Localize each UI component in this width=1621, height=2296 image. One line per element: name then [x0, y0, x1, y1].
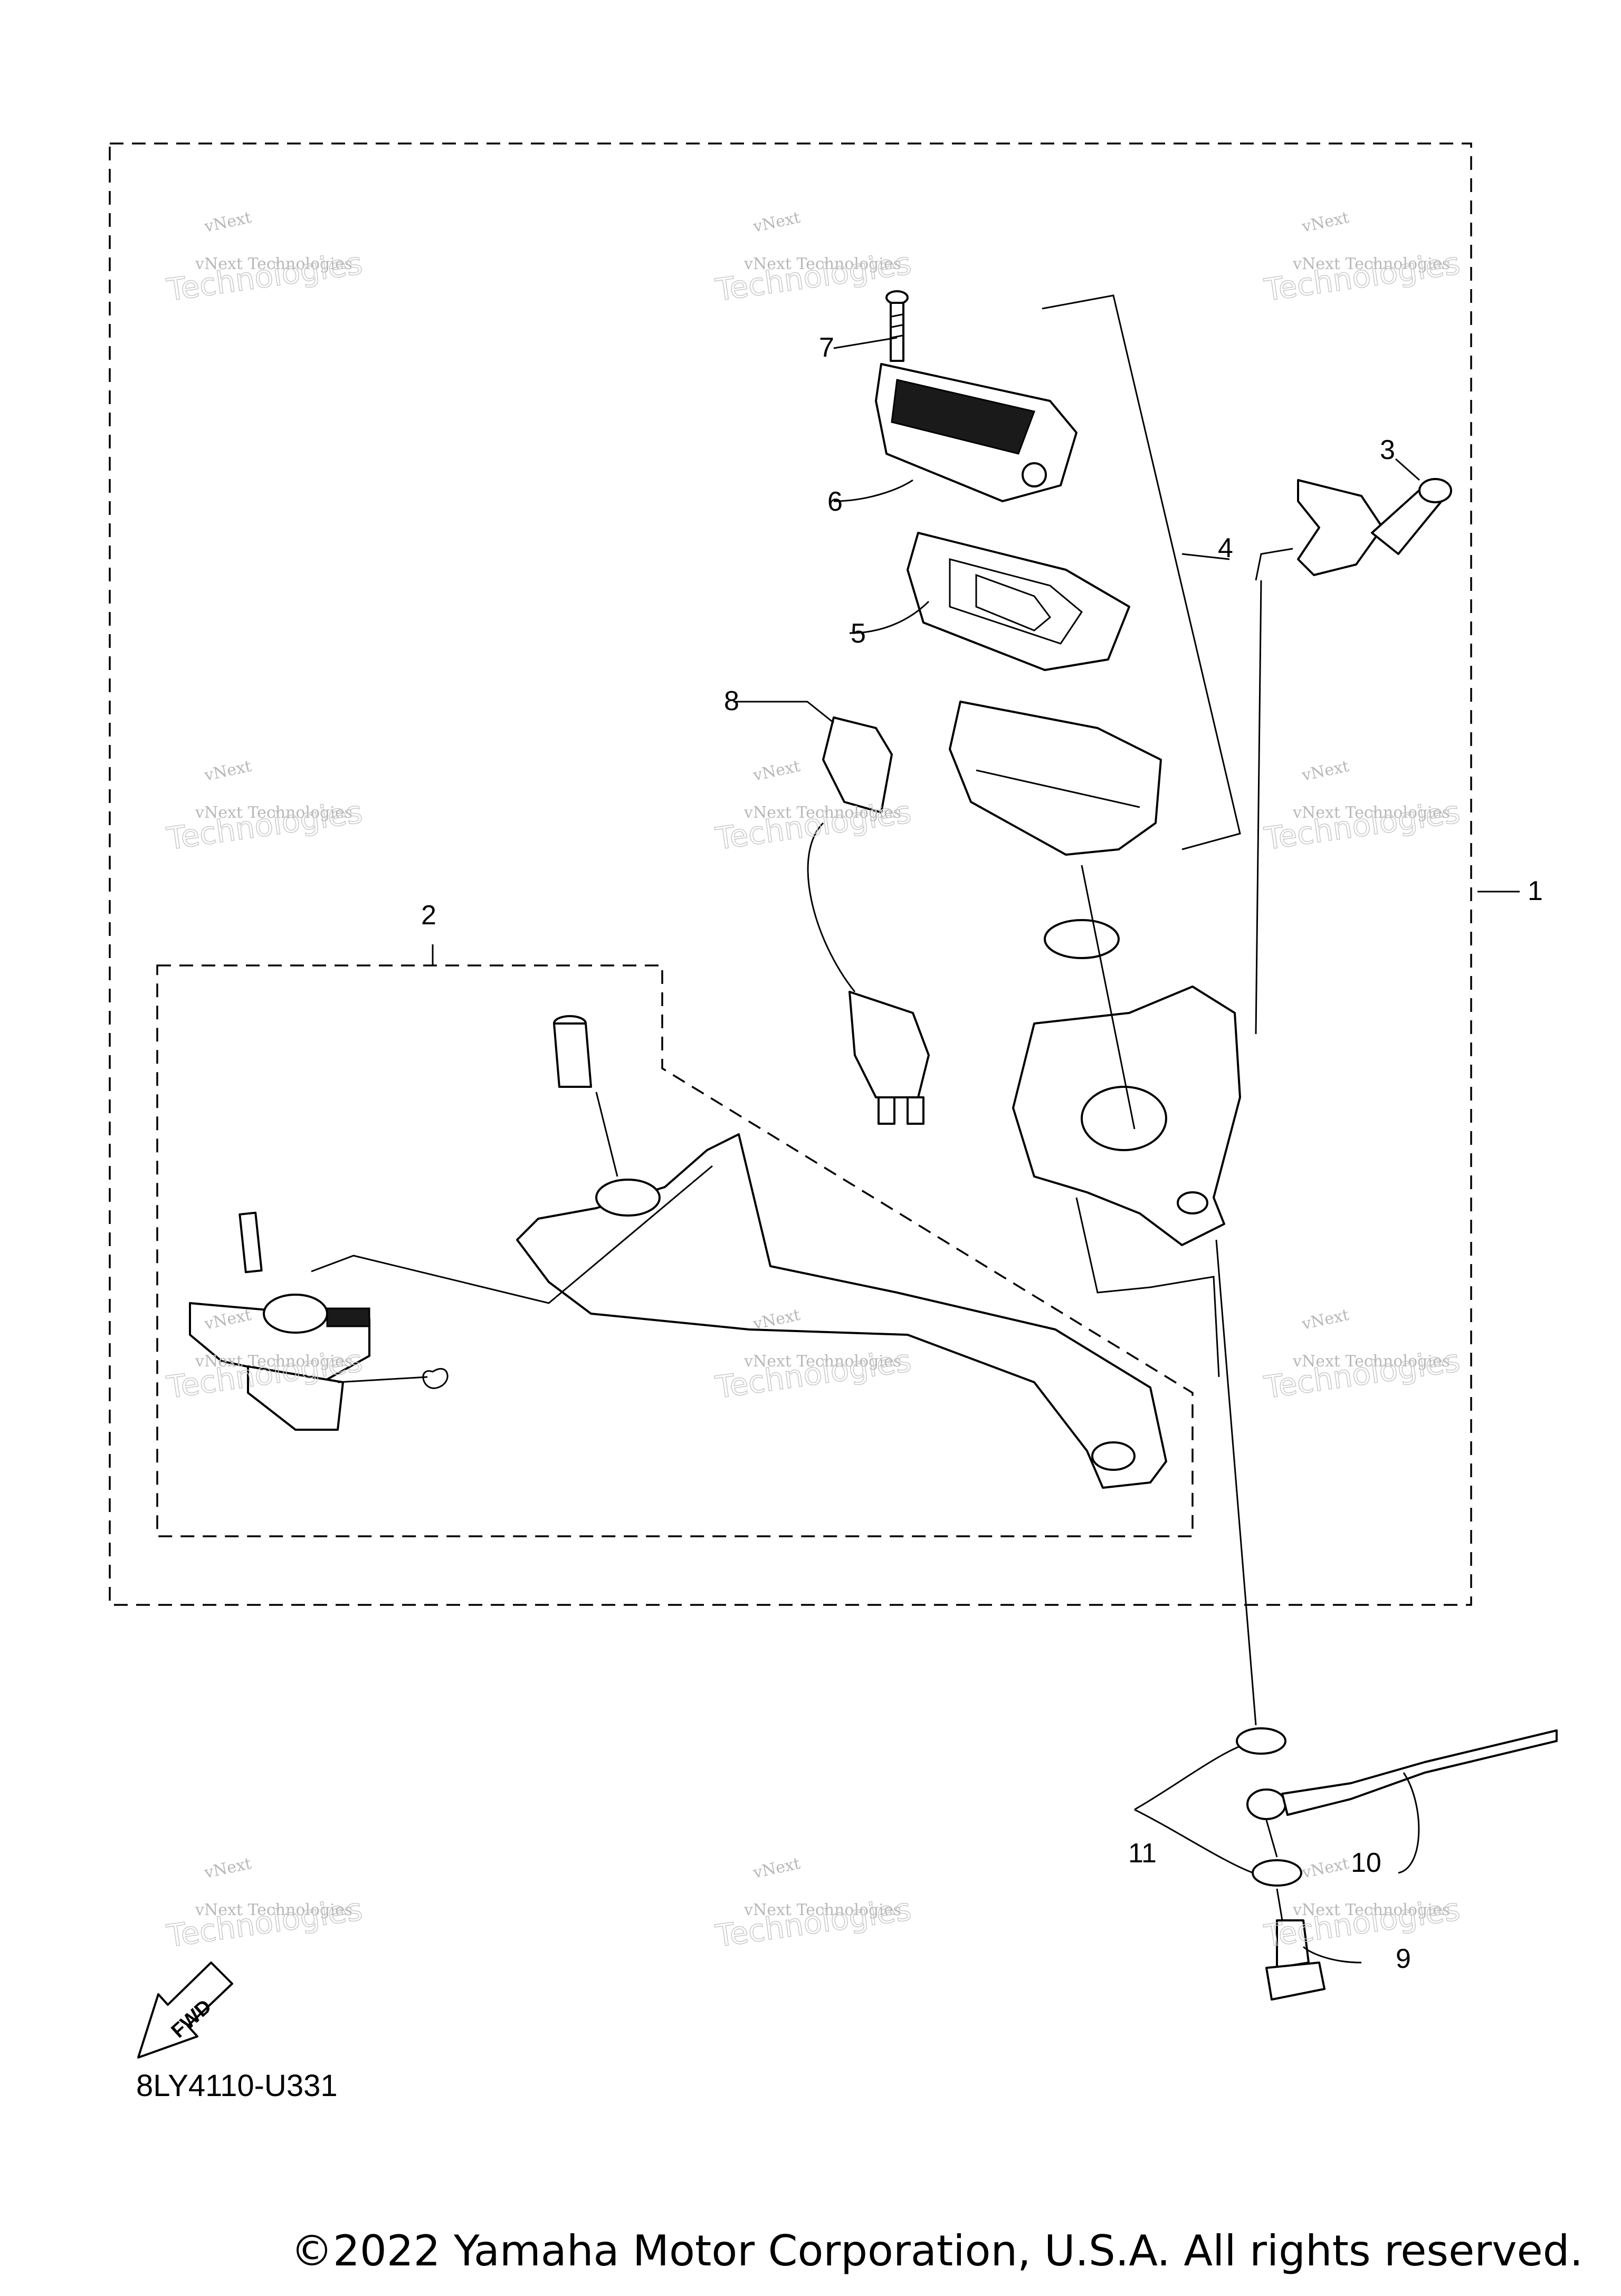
watermark: vNext vNext Technologies Technologies — [164, 757, 365, 857]
callout-3: 3 — [1380, 435, 1395, 465]
callout-6: 6 — [827, 486, 843, 517]
svg-text:vNext Technologies: vNext Technologies — [743, 1901, 901, 1919]
svg-text:vNext Technologies: vNext Technologies — [195, 255, 352, 273]
svg-text:vNext Technologies: vNext Technologies — [743, 1352, 901, 1371]
callout-9: 9 — [1396, 1944, 1411, 1974]
svg-text:vNext Technologies: vNext Technologies — [1292, 1352, 1450, 1371]
svg-text:vNext Technologies: vNext Technologies — [743, 803, 901, 822]
svg-text:vNext Technologies: vNext Technologies — [1292, 255, 1450, 273]
svg-text:vNext Technologies: vNext Technologies — [195, 1352, 352, 1371]
part-3-clamp-bolt — [1297, 478, 1452, 576]
brake-hose-fittings — [1236, 1727, 1558, 2001]
brake-lever — [516, 1133, 1167, 1489]
svg-text:vNext: vNext — [1300, 1306, 1350, 1334]
svg-text:vNext: vNext — [751, 208, 802, 236]
svg-text:vNext: vNext — [202, 757, 253, 785]
diagram-reference-code: 8LY4110-U331 — [136, 2069, 338, 2103]
master-cylinder-body — [1012, 986, 1241, 1246]
callout-11: 11 — [1128, 1838, 1157, 1869]
svg-text:vNext: vNext — [751, 1854, 802, 1882]
callout-5: 5 — [851, 618, 866, 649]
leader-lines — [311, 294, 1520, 1964]
watermark: vNext vNext Technologies Technologies — [164, 1854, 365, 1955]
watermark: vNext vNext Technologies Technologies — [713, 1854, 914, 1955]
part-8-brake-switch — [807, 716, 930, 1125]
svg-text:vNext Technologies: vNext Technologies — [195, 803, 352, 822]
part-5-diaphragm — [907, 532, 1130, 671]
callout-10: 10 — [1351, 1848, 1381, 1878]
watermark: vNext vNext Technologies Technologies — [713, 208, 914, 309]
svg-text:vNext: vNext — [202, 1854, 253, 1882]
watermark: vNext vNext Technologies Technologies — [1262, 208, 1463, 309]
svg-text:vNext: vNext — [202, 208, 253, 236]
svg-text:vNext Technologies: vNext Technologies — [1292, 803, 1450, 822]
svg-text:vNext: vNext — [751, 757, 802, 785]
assembly-boundary-1 — [109, 142, 1472, 1606]
watermark: vNext vNext Technologies Technologies — [1262, 1306, 1463, 1406]
part-6-cap — [875, 363, 1078, 502]
lever-pivot-pin — [553, 1015, 592, 1088]
svg-text:vNext Technologies: vNext Technologies — [743, 255, 901, 273]
svg-text:vNext Technologies: vNext Technologies — [195, 1901, 352, 1919]
callout-2: 2 — [421, 900, 436, 931]
part-4-reservoir — [949, 701, 1162, 959]
copyright-notice: ©2022 Yamaha Motor Corporation, U.S.A. A… — [290, 2226, 1583, 2275]
lever-adjuster — [189, 1211, 449, 1431]
fwd-arrow-icon: FWD — [137, 1962, 233, 2059]
watermark: vNext vNext Technologies Technologies — [1262, 757, 1463, 857]
svg-text:vNext: vNext — [1300, 208, 1350, 236]
svg-text:vNext: vNext — [1300, 1854, 1350, 1882]
watermark: vNext vNext Technologies Technologies — [164, 208, 365, 309]
watermarks: vNext vNext Technologies Technologies vN… — [164, 208, 1463, 1955]
svg-text:vNext Technologies: vNext Technologies — [1292, 1901, 1450, 1919]
assembly-boundary-2 — [156, 964, 1194, 1537]
part-7-screw — [885, 290, 909, 362]
callout-1: 1 — [1528, 876, 1543, 906]
callout-4: 4 — [1218, 533, 1233, 563]
svg-text:vNext: vNext — [1300, 757, 1350, 785]
callout-8: 8 — [724, 686, 739, 716]
callout-7: 7 — [819, 332, 834, 363]
